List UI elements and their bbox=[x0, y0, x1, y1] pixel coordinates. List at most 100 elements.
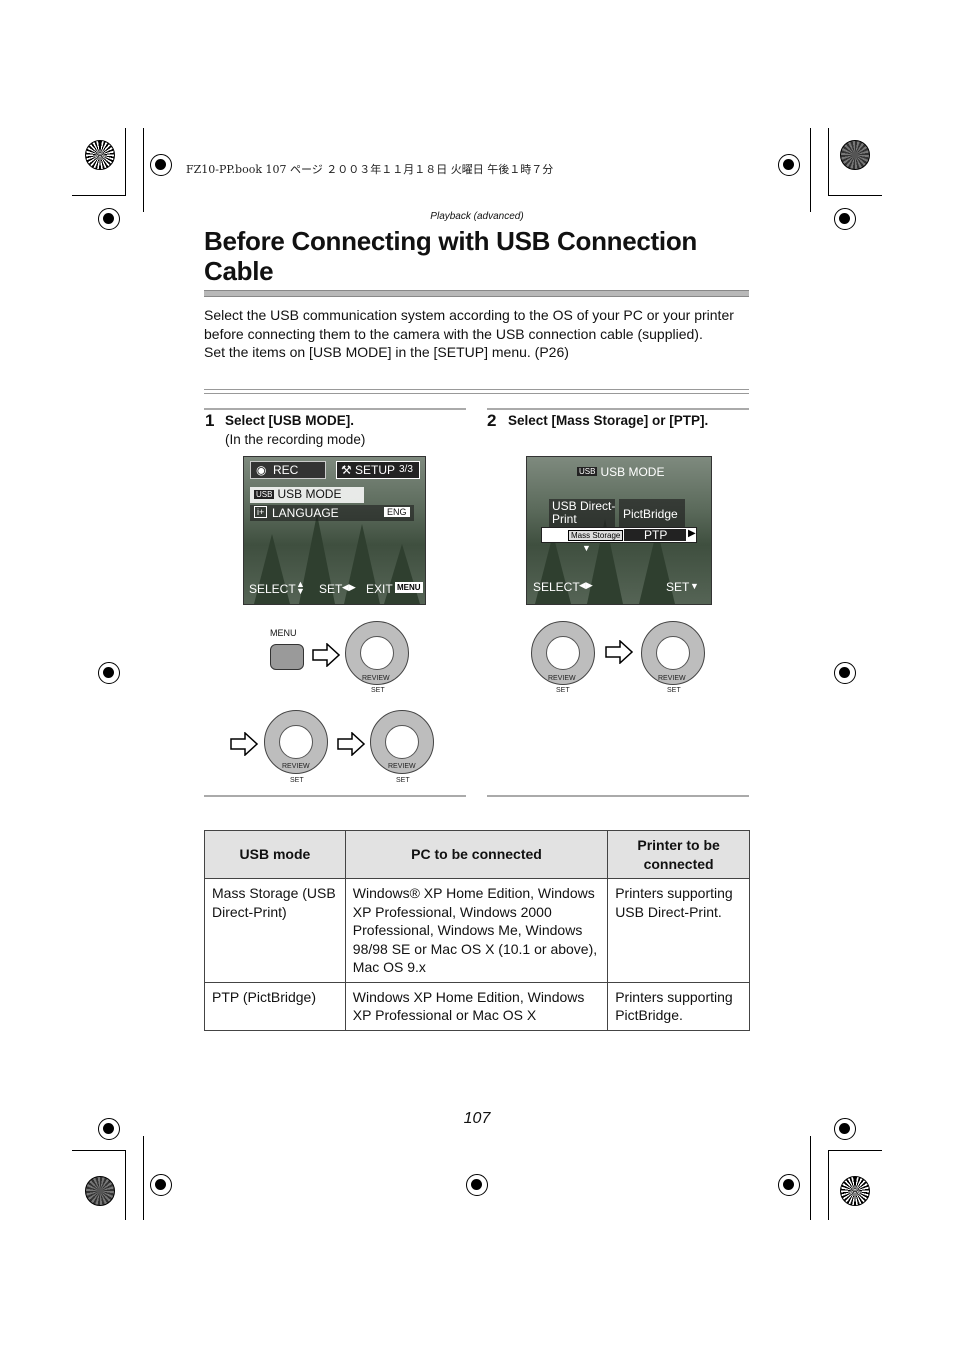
option-row: Mass Storage PTP ▶ bbox=[541, 527, 697, 543]
step-number: 2 bbox=[487, 411, 497, 430]
scene-tree bbox=[299, 514, 335, 604]
title-underline bbox=[204, 290, 749, 297]
color-rosette bbox=[85, 1176, 115, 1206]
arrow-right-icon bbox=[312, 643, 340, 667]
left-right-icon: ◀▶ bbox=[579, 580, 593, 590]
step-instruction: Select [USB MODE]. bbox=[225, 413, 355, 428]
dial-review-label: REVIEW bbox=[658, 675, 686, 682]
menu-item-language: i+ LANGUAGE ENG bbox=[250, 505, 414, 521]
usb-icon: USB bbox=[577, 467, 598, 477]
crop-mark bbox=[72, 195, 126, 196]
section-label: Playback (advanced) bbox=[430, 211, 524, 222]
cursor-dial bbox=[345, 621, 409, 685]
pictbridge-column: PictBridge bbox=[619, 499, 685, 529]
step-rule bbox=[487, 795, 749, 797]
table-row: Mass Storage (USB Direct-Print) Windows®… bbox=[204, 878, 750, 983]
footer-exit: EXIT bbox=[366, 582, 393, 596]
option-ptp: PTP bbox=[644, 528, 668, 542]
column-label: USB Direct-Print bbox=[552, 499, 616, 526]
registration-mark bbox=[834, 662, 856, 684]
page-number: 107 bbox=[463, 1110, 491, 1127]
dial-center bbox=[385, 725, 419, 759]
step-rule bbox=[204, 408, 466, 410]
dial-set-label: SET bbox=[396, 777, 410, 784]
cursor-dial bbox=[641, 621, 705, 685]
dial-center bbox=[360, 636, 394, 670]
dial-set-label: SET bbox=[556, 687, 570, 694]
arrow-right-icon bbox=[230, 732, 258, 756]
step-note: (In the recording mode) bbox=[225, 432, 366, 447]
scene-tree bbox=[254, 534, 290, 604]
dial-review-label: REVIEW bbox=[362, 675, 390, 682]
table-cell: Windows XP Home Edition, Windows XP Prof… bbox=[344, 981, 609, 1031]
dial-review-label: REVIEW bbox=[388, 763, 416, 770]
menu-button bbox=[270, 644, 304, 670]
crop-mark bbox=[125, 1150, 126, 1220]
crop-mark bbox=[125, 128, 126, 196]
table-cell: Printers supporting USB Direct-Print. bbox=[607, 878, 750, 983]
registration-mark bbox=[98, 1118, 120, 1140]
column-label: PictBridge bbox=[623, 507, 678, 521]
column-header: PC to be connected bbox=[344, 830, 609, 879]
footer-set: SET bbox=[319, 582, 343, 596]
crop-mark bbox=[143, 128, 144, 212]
menu-button-label: MENU bbox=[270, 628, 297, 638]
registration-mark bbox=[150, 154, 172, 176]
scene-tree bbox=[344, 524, 380, 604]
crop-mark bbox=[143, 1136, 144, 1220]
intro-paragraph: Select the USB communication system acco… bbox=[204, 307, 734, 342]
table-cell: Printers supporting PictBridge. bbox=[607, 981, 750, 1031]
usb-icon: USB bbox=[254, 490, 275, 500]
dial-set-label: SET bbox=[290, 777, 304, 784]
print-header: FZ10-PP.book 107 ページ ２００３年１１月１８日 火曜日 午後１… bbox=[186, 163, 554, 176]
dial-set-label: SET bbox=[371, 687, 385, 694]
step-rule bbox=[487, 408, 749, 410]
dial-center bbox=[279, 725, 313, 759]
registration-mark bbox=[834, 208, 856, 230]
footer-menu-badge: MENU bbox=[395, 582, 423, 593]
camera-icon: ◉ bbox=[256, 463, 267, 477]
usb-mode-table: USB mode PC to be connected Printer to b… bbox=[204, 830, 750, 1031]
tab-setup: ⚒ SETUP 3/3 bbox=[336, 461, 420, 479]
down-arrow-icon: ▼ bbox=[582, 543, 591, 553]
dial-center bbox=[656, 636, 690, 670]
page-title: Before Connecting with USB Connection Ca… bbox=[204, 226, 698, 286]
crop-mark bbox=[810, 1136, 811, 1220]
dial-review-label: REVIEW bbox=[548, 675, 576, 682]
column-header: USB mode bbox=[204, 830, 346, 879]
registration-mark bbox=[466, 1174, 488, 1196]
table-header-row: USB mode PC to be connected Printer to b… bbox=[204, 830, 750, 879]
arrow-right-icon bbox=[605, 640, 633, 664]
registration-mark bbox=[778, 154, 800, 176]
tab-rec: ◉ REC bbox=[250, 461, 326, 479]
footer-set: SET bbox=[666, 580, 690, 594]
crop-mark bbox=[828, 1150, 882, 1151]
crop-mark bbox=[828, 128, 829, 196]
intro-text: Select the USB communication system acco… bbox=[204, 306, 744, 362]
crop-mark bbox=[810, 128, 811, 212]
crop-mark bbox=[72, 1150, 126, 1151]
footer-select: SELECT bbox=[533, 580, 580, 594]
registration-mark bbox=[834, 1118, 856, 1140]
column-header: Printer to be connected bbox=[607, 830, 750, 879]
step-rule bbox=[204, 795, 466, 797]
language-value: ENG bbox=[384, 507, 410, 517]
color-rosette bbox=[840, 140, 870, 170]
right-arrow-icon: ▶ bbox=[688, 528, 696, 539]
language-icon: i+ bbox=[254, 506, 268, 518]
tab-setup-label: SETUP bbox=[355, 463, 396, 477]
footer-select: SELECT bbox=[249, 582, 296, 596]
intro-paragraph: Set the items on [USB MODE] in the [SETU… bbox=[204, 344, 569, 360]
cursor-dial bbox=[370, 710, 434, 774]
scene-tree bbox=[384, 544, 420, 604]
wrench-icon: ⚒ bbox=[341, 463, 352, 477]
registration-mark bbox=[98, 208, 120, 230]
color-rosette bbox=[85, 140, 115, 170]
table-row: PTP (PictBridge) Windows XP Home Edition… bbox=[204, 981, 750, 1031]
menu-item-label: USB MODE bbox=[277, 487, 342, 501]
crop-mark bbox=[828, 1150, 829, 1220]
